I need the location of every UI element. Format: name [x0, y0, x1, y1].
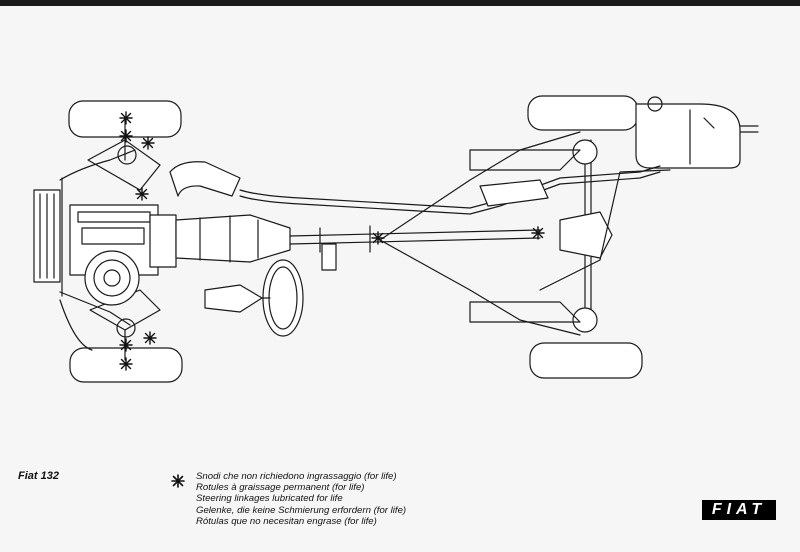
radiator	[33, 189, 61, 283]
marker-asterisk-icon	[371, 231, 385, 245]
rear-trailing-link-left	[469, 149, 581, 171]
legend-line-es: Rótulas que no necesitan engrase (for li…	[196, 515, 377, 527]
legend-line-en: Steering linkages lubricated for life	[196, 493, 343, 505]
marker-asterisk-icon	[119, 338, 133, 352]
legend-line-de: Gelenke, die keine Schmierung erfordern …	[196, 504, 407, 516]
marker-asterisk-icon	[141, 136, 155, 150]
marker-asterisk-icon	[531, 226, 545, 240]
top-border	[0, 0, 800, 6]
brake-line	[379, 131, 581, 336]
marker-asterisk-icon	[119, 129, 133, 143]
gearbox	[175, 214, 291, 263]
rear-right-wheel	[529, 342, 643, 379]
asterisk-marker-icon	[171, 474, 185, 488]
silencer	[479, 179, 549, 207]
fuel-tank	[635, 96, 759, 169]
chassis-diagram	[33, 95, 759, 383]
rear-trailing-link-right	[469, 301, 581, 323]
engine	[69, 204, 177, 306]
exhaust-pipe	[239, 165, 661, 209]
marker-asterisk-icon	[135, 187, 149, 201]
lubrication-markers	[119, 111, 545, 371]
propeller-shaft	[289, 225, 541, 253]
steering-box	[204, 284, 263, 313]
legend-line-fr: Rotules à graissage permanent (for life)	[196, 482, 365, 494]
panhard-rod	[539, 169, 671, 291]
marker-asterisk-icon	[119, 111, 133, 125]
legend-line-it: Snodi che non richiedono ingrassaggio (f…	[196, 471, 397, 482]
front-upper-arm	[87, 139, 161, 191]
rear-axle	[559, 139, 613, 333]
fiat-logo: FIAT	[702, 500, 776, 520]
marker-asterisk-icon	[119, 357, 133, 371]
marker-asterisk-icon	[143, 331, 157, 345]
legend-text: Snodi che non richiedono ingrassaggio (f…	[196, 471, 406, 527]
exhaust-manifold	[169, 161, 241, 197]
rear-left-wheel	[527, 95, 639, 131]
front-crossmember	[59, 149, 136, 326]
model-label: Fiat 132	[18, 470, 59, 482]
